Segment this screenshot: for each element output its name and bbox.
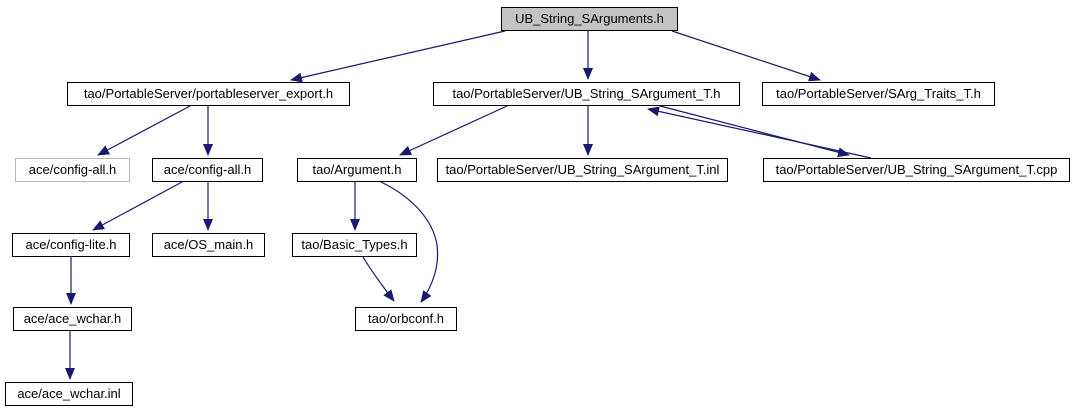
graph-node-label: tao/Argument.h — [312, 162, 402, 177]
graph-node-ace_wchar_inl[interactable]: ace/ace_wchar.inl — [5, 382, 133, 406]
edge-basic_types-to-orbconf — [362, 256, 395, 302]
graph-node-sargument_t_inl[interactable]: tao/PortableServer/UB_String_SArgument_T… — [437, 158, 728, 182]
graph-node-label: ace/OS_main.h — [163, 237, 254, 252]
graph-node-label: tao/PortableServer/UB_String_SArgument_T… — [775, 162, 1058, 177]
graph-node-sarg_traits[interactable]: tao/PortableServer/SArg_Traits_T.h — [762, 82, 995, 106]
graph-node-config_all_muted: ace/config-all.h — [15, 158, 130, 182]
graph-node-label: ace/ace_wchar.inl — [17, 386, 121, 401]
graph-node-label: tao/PortableServer/UB_String_SArgument_T… — [445, 162, 720, 177]
graph-node-root: UB_String_SArguments.h — [501, 7, 678, 31]
edge-group — [65, 30, 872, 380]
graph-node-label: tao/PortableServer/portableserver_export… — [83, 86, 334, 101]
edge-argument_h-to-orbconf — [380, 181, 439, 303]
edge-sargument_t_h-to-argument_h — [399, 105, 508, 156]
edge-root-to-export_h — [290, 30, 506, 83]
graph-node-config_all[interactable]: ace/config-all.h — [152, 158, 263, 182]
edge-root-to-sarg_traits — [671, 30, 821, 82]
graph-node-label: tao/orbconf.h — [368, 311, 444, 326]
graph-node-sargument_t_h[interactable]: tao/PortableServer/UB_String_SArgument_T… — [433, 82, 740, 106]
graph-node-label: ace/config-all.h — [163, 162, 252, 177]
graph-node-os_main[interactable]: ace/OS_main.h — [152, 233, 265, 257]
graph-node-orbconf[interactable]: tao/orbconf.h — [355, 307, 457, 331]
graph-node-label: ace/config-all.h — [28, 162, 117, 177]
graph-node-argument_h[interactable]: tao/Argument.h — [297, 158, 417, 182]
graph-node-label: ace/ace_wchar.h — [23, 311, 122, 326]
edge-config_all-to-config_lite — [92, 181, 183, 231]
edge-sargument_t_cpp-to-sargument_t_h — [647, 106, 872, 159]
graph-node-label: tao/PortableServer/SArg_Traits_T.h — [776, 86, 981, 101]
graph-node-label: UB_String_SArguments.h — [515, 11, 664, 26]
edge-export_h-to-config_all_muted — [97, 105, 191, 156]
graph-node-label: ace/config-lite.h — [25, 237, 117, 252]
graph-node-export_h[interactable]: tao/PortableServer/portableserver_export… — [67, 82, 350, 106]
graph-node-sargument_t_cpp[interactable]: tao/PortableServer/UB_String_SArgument_T… — [763, 158, 1070, 182]
graph-node-config_lite[interactable]: ace/config-lite.h — [12, 233, 130, 257]
graph-node-label: tao/PortableServer/UB_String_SArgument_T… — [452, 86, 721, 101]
graph-node-basic_types[interactable]: tao/Basic_Types.h — [292, 233, 417, 257]
graph-node-label: tao/Basic_Types.h — [301, 237, 408, 252]
edge-sargument_t_h-to-sargument_t_cpp — [659, 105, 850, 158]
graph-node-ace_wchar_h[interactable]: ace/ace_wchar.h — [13, 307, 132, 331]
